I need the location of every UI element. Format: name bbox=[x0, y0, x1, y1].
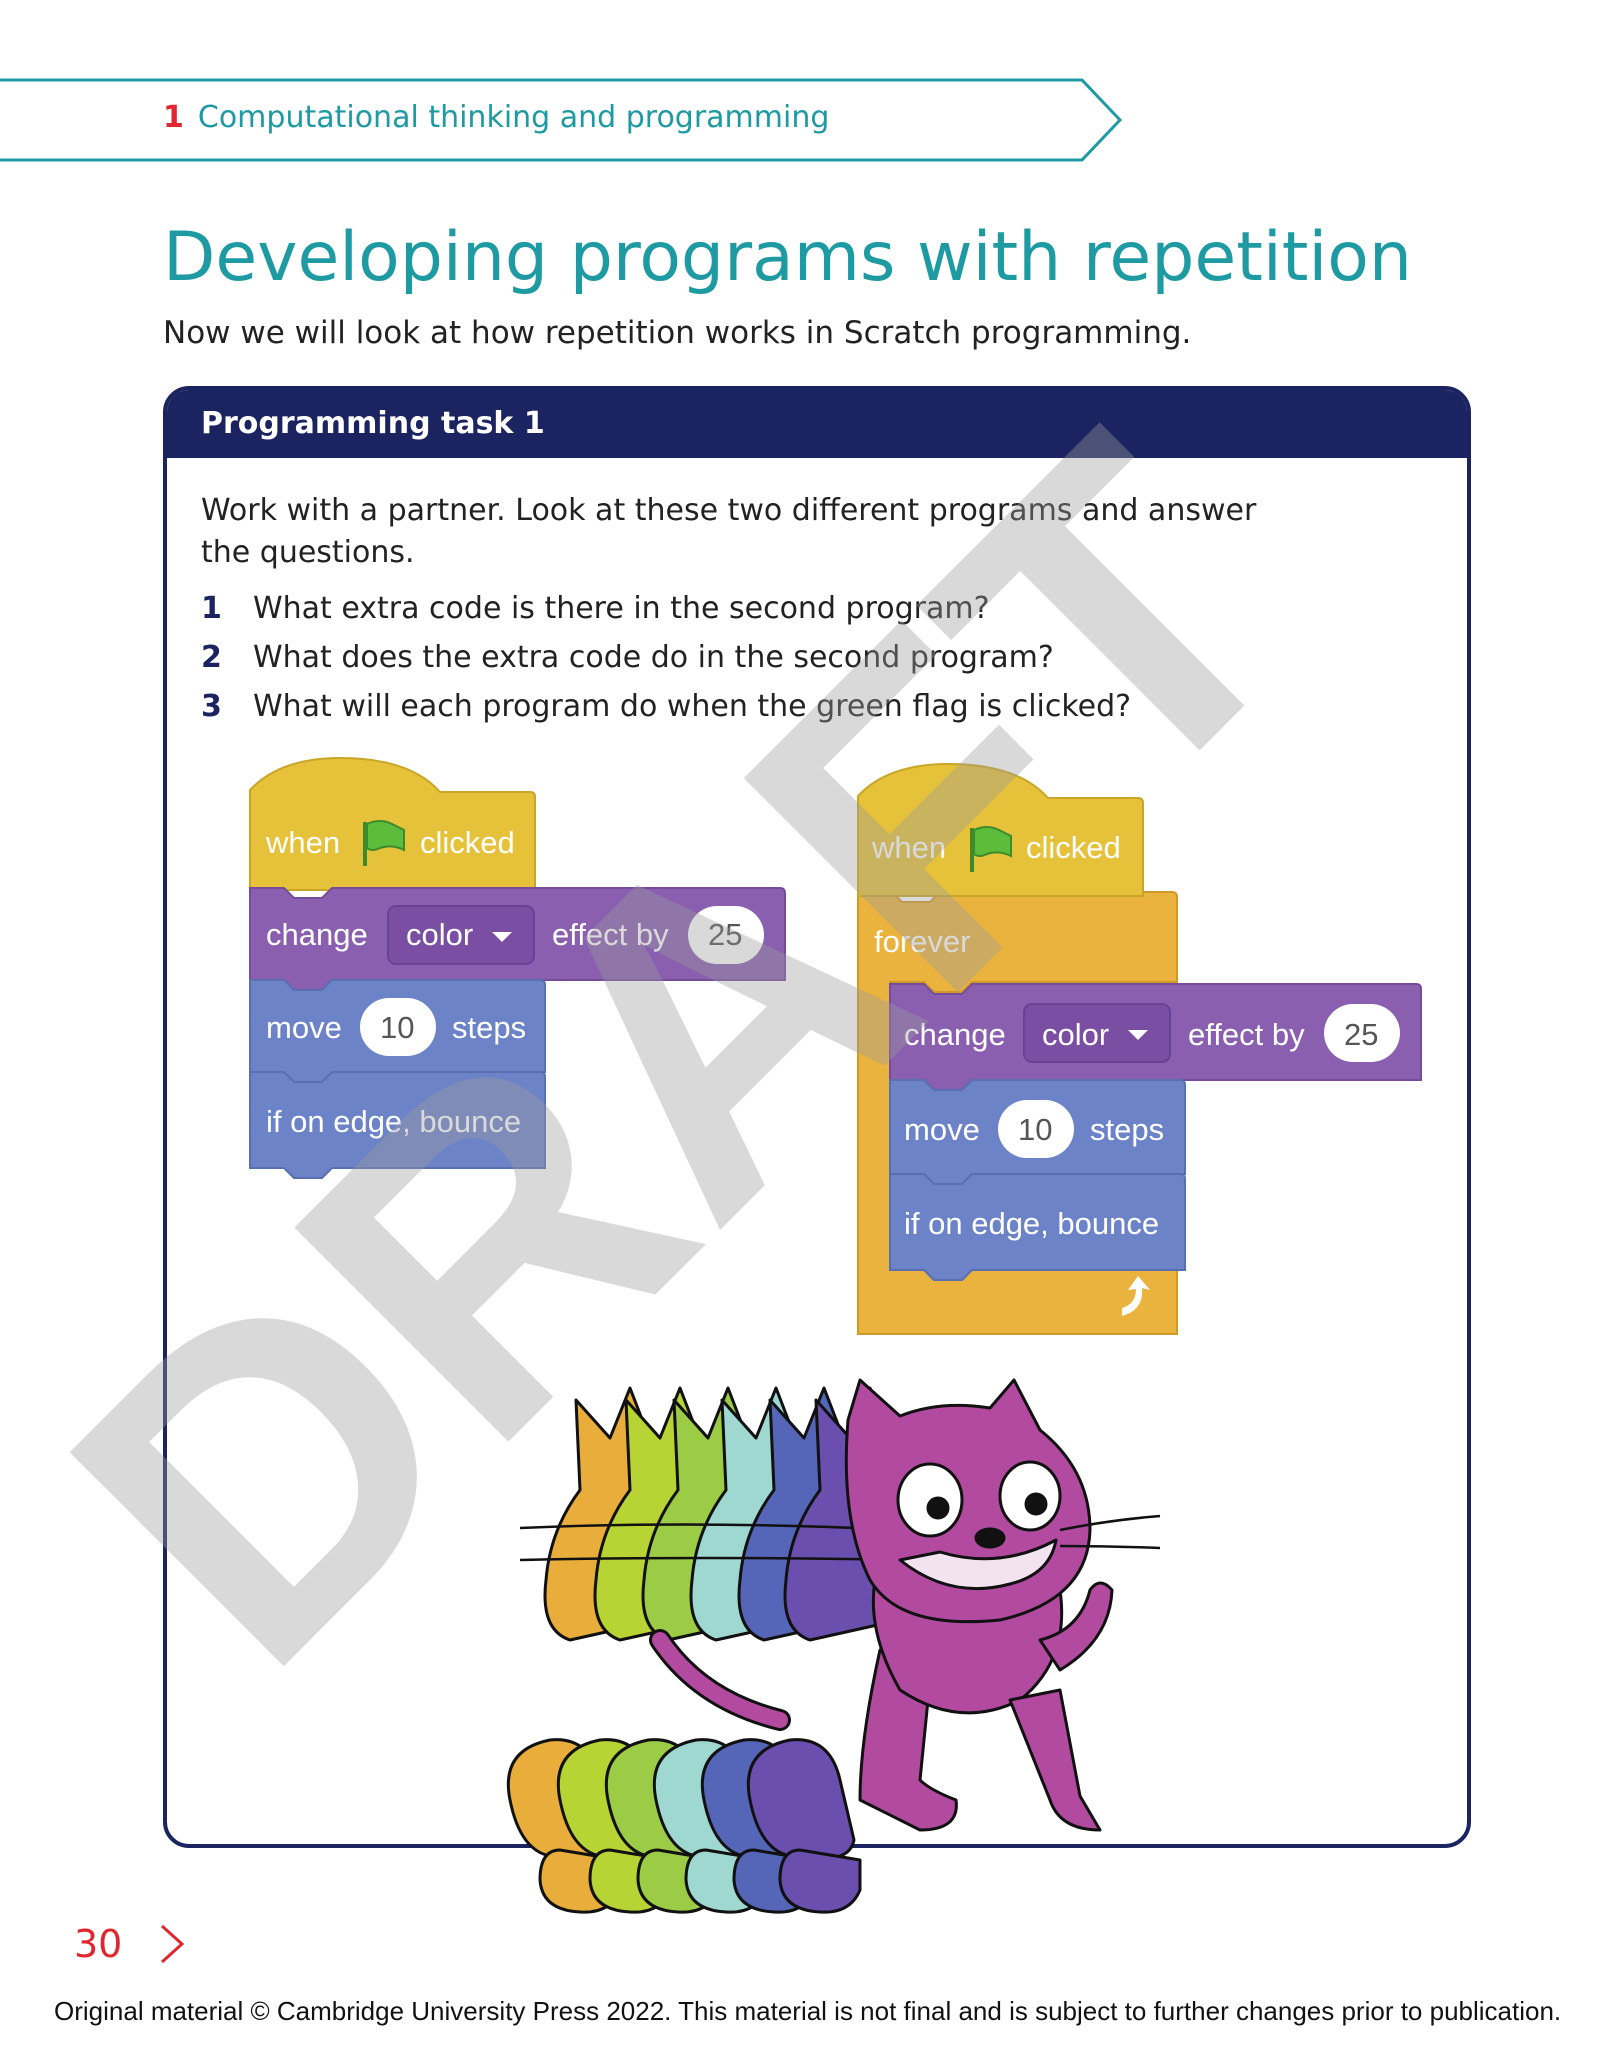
change-label: change bbox=[904, 1017, 1006, 1052]
question-text: What will each program do when the green… bbox=[253, 689, 1132, 724]
effect-by-label: effect by bbox=[552, 917, 669, 952]
if-on-edge-bounce-block bbox=[889, 1173, 1186, 1281]
question-number: 2 bbox=[201, 640, 222, 675]
dropdown-caret-icon bbox=[492, 932, 512, 942]
steps-label: steps bbox=[452, 1010, 526, 1045]
hat-when-label: when bbox=[871, 830, 946, 865]
if-on-edge-bounce-block bbox=[249, 1071, 546, 1179]
question-number: 1 bbox=[201, 591, 222, 626]
dropdown-caret-icon bbox=[1128, 1030, 1148, 1040]
question-list: 1 What extra code is there in the second … bbox=[201, 588, 1301, 728]
scratch-cat-trail bbox=[506, 1378, 1161, 1914]
change-label: change bbox=[266, 917, 368, 952]
green-flag-icon bbox=[970, 826, 1012, 872]
effect-by-label: effect by bbox=[1188, 1017, 1305, 1052]
green-flag-icon bbox=[363, 820, 405, 866]
steps-label: steps bbox=[1090, 1112, 1164, 1147]
effect-dropdown[interactable] bbox=[1023, 1003, 1171, 1063]
question-text: What extra code is there in the second p… bbox=[253, 591, 990, 626]
intro-text: Now we will look at how repetition works… bbox=[163, 315, 1192, 351]
copyright-footer: Original material © Cambridge University… bbox=[54, 1996, 1562, 2026]
forever-label: forever bbox=[874, 924, 970, 959]
program-2: forever when clicked change color effect… bbox=[857, 762, 1422, 1335]
task-heading: Programming task 1 bbox=[167, 390, 1467, 458]
hat-clicked-label: clicked bbox=[420, 825, 515, 860]
chapter-number: 1 bbox=[163, 100, 184, 135]
page-title: Developing programs with repetition bbox=[163, 218, 1413, 297]
move-value: 10 bbox=[380, 1010, 414, 1045]
program-1: when clicked change color effect by 25 m… bbox=[249, 756, 786, 1179]
chapter-title: Computational thinking and programming bbox=[197, 100, 830, 135]
move-value-input[interactable] bbox=[998, 1100, 1074, 1158]
loop-arrow-icon bbox=[1122, 1276, 1150, 1316]
scratch-cat bbox=[649, 1378, 1161, 1832]
question-number: 3 bbox=[201, 689, 222, 724]
question-item: 2 What does the extra code do in the seco… bbox=[201, 637, 1301, 679]
effect-dropdown-label: color bbox=[1042, 1017, 1109, 1052]
move-value-input[interactable] bbox=[360, 998, 436, 1056]
next-page-chevron-icon bbox=[160, 1924, 185, 1964]
task-body: Work with a partner. Look at these two d… bbox=[201, 490, 1301, 735]
effect-value-input[interactable] bbox=[688, 906, 764, 964]
chapter-header-band bbox=[0, 78, 1123, 162]
move-value: 10 bbox=[1018, 1112, 1052, 1147]
effect-value: 25 bbox=[708, 917, 742, 952]
move-label: move bbox=[266, 1010, 342, 1045]
task-instructions: Work with a partner. Look at these two d… bbox=[201, 493, 1257, 570]
chapter-header: 1 Computational thinking and programming bbox=[163, 100, 829, 135]
hat-clicked-label: clicked bbox=[1026, 830, 1121, 865]
question-item: 3 What will each program do when the gree… bbox=[201, 686, 1301, 728]
hat-when-label: when bbox=[265, 825, 340, 860]
bounce-label: if on edge, bounce bbox=[904, 1206, 1159, 1241]
question-text: What does the extra code do in the secon… bbox=[253, 640, 1054, 675]
bounce-label: if on edge, bounce bbox=[266, 1104, 521, 1139]
effect-dropdown-label: color bbox=[406, 917, 473, 952]
question-item: 1 What extra code is there in the second … bbox=[201, 588, 1301, 630]
page-number: 30 bbox=[74, 1922, 123, 1966]
effect-dropdown[interactable] bbox=[387, 905, 535, 965]
effect-value: 25 bbox=[1344, 1017, 1378, 1052]
effect-value-input[interactable] bbox=[1324, 1004, 1400, 1062]
move-label: move bbox=[904, 1112, 980, 1147]
